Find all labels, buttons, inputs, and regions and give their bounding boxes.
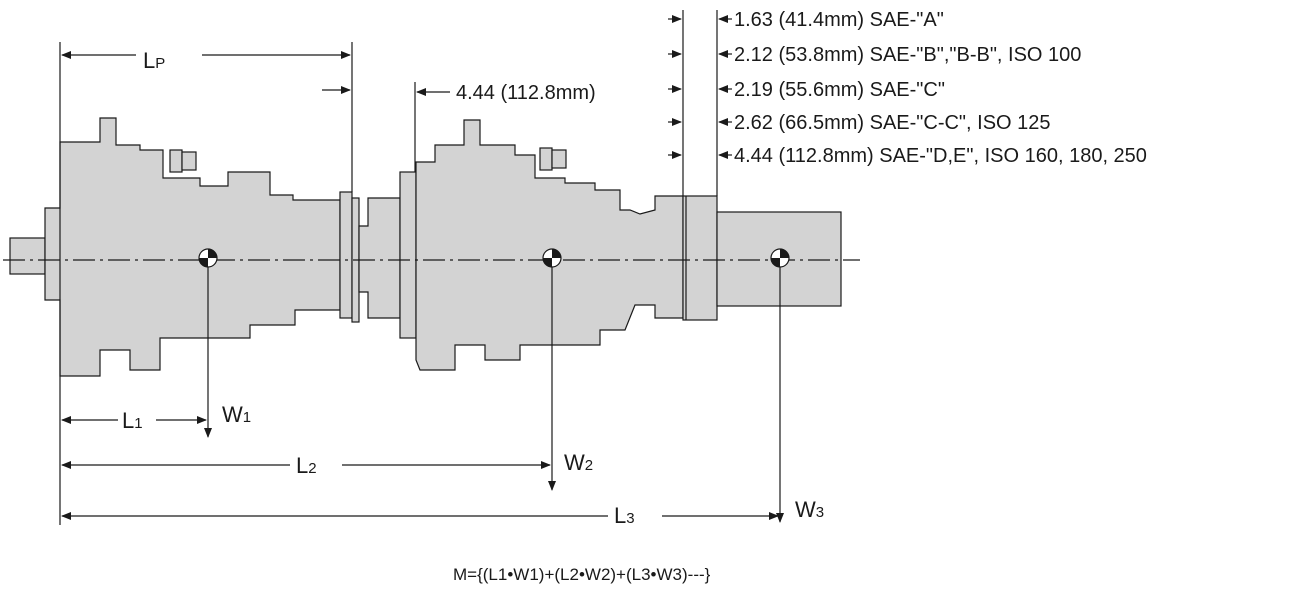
standard-row-5: 4.44 (112.8mm) SAE-"D,E", ISO 160, 180, … [668,145,1147,167]
standard-row-3: 2.19 (55.6mm) SAE-"C" [668,79,945,101]
svg-text:2.12 (53.8mm) SAE-"B","B-B",: 2.12 (53.8mm) SAE-"B","B-B", ISO 100 [734,44,1081,66]
cog-marker-3 [770,248,790,268]
w2-label: W2 [564,450,593,475]
l2-label: L2 [296,453,317,478]
standard-row-2: 2.12 (53.8mm) SAE-"B","B-B", ISO 100 [668,44,1081,66]
pilot-offset-label: 4.44 (112.8mm) [456,82,596,104]
svg-text:4.44 (112.8mm) SAE-"D,E", ISO: 4.44 (112.8mm) SAE-"D,E", ISO 160, 180, … [734,145,1147,167]
standard-row-1: 1.63 (41.4mm) SAE-"A" [668,9,944,31]
svg-text:1.63 (41.4mm) SAE-"A": 1.63 (41.4mm) SAE-"A" [734,9,944,31]
lp-label: LP [143,48,165,73]
cog-marker-1 [198,248,218,268]
pump-2-body [415,119,718,371]
l1-label: L1 [122,408,143,433]
pump-1-body [9,117,360,377]
w1-label: W1 [222,402,251,427]
standard-row-4: 2.62 (66.5mm) SAE-"C-C", ISO 125 [668,112,1051,134]
mounting-standards-list: 1.63 (41.4mm) SAE-"A" 2.12 (53.8mm) SAE-… [668,9,1147,167]
cog-marker-2 [542,248,562,268]
svg-text:2.19 (55.6mm) SAE-"C": 2.19 (55.6mm) SAE-"C" [734,79,945,101]
l3-label: L3 [614,503,635,528]
adapter-coupling [358,171,417,339]
moment-formula: M={(L1•W1)+(L2•W2)+(L3•W3)---} [453,565,711,584]
svg-text:2.62 (66.5mm) SAE-"C-C", ISO: 2.62 (66.5mm) SAE-"C-C", ISO 125 [734,112,1051,134]
w3-label: W3 [795,497,824,522]
